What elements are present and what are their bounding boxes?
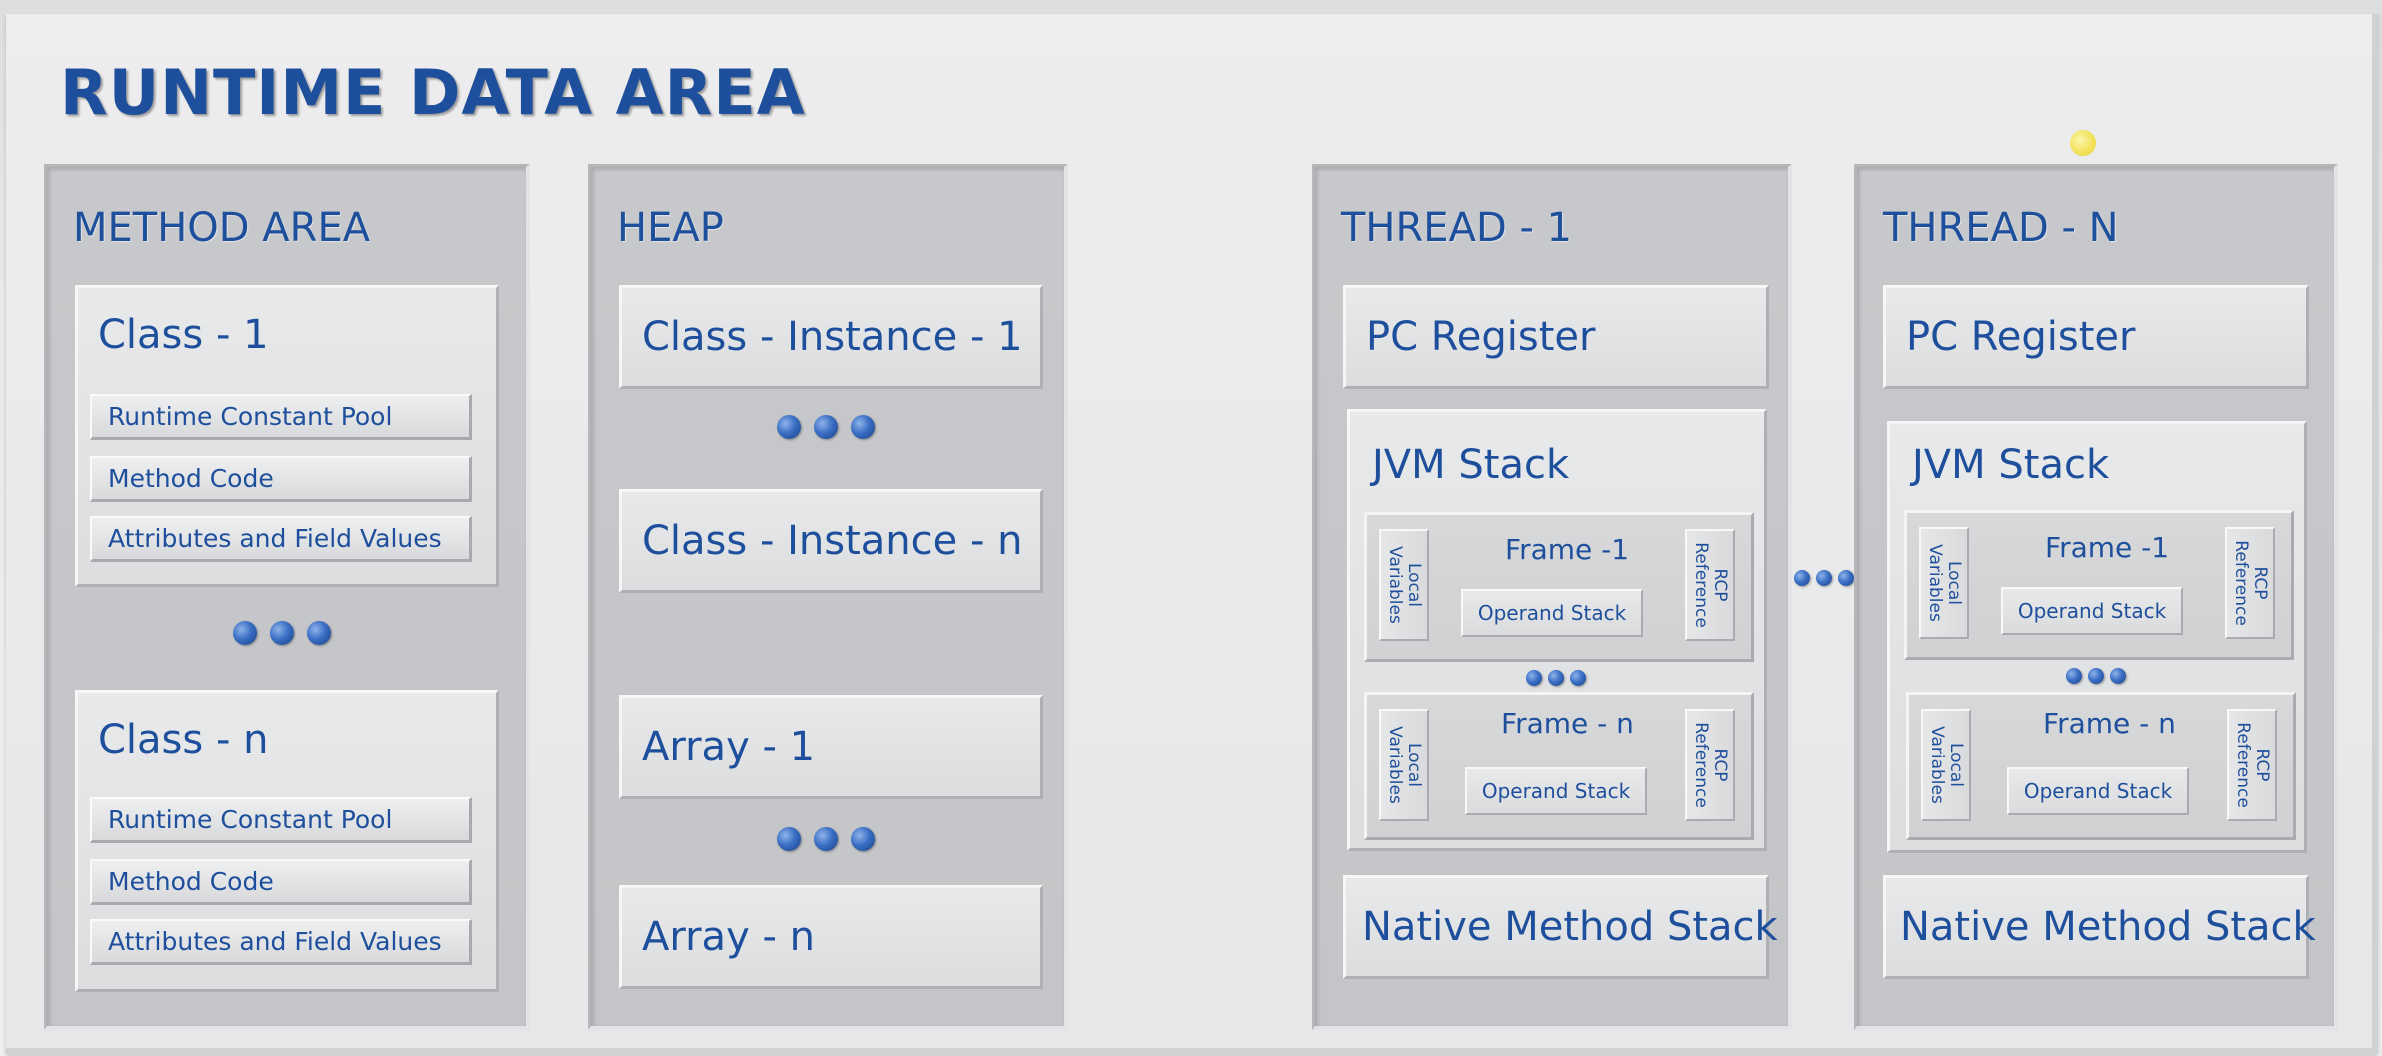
array-1-label: Array - 1 xyxy=(642,724,816,770)
local-variables-box: Local Variables xyxy=(1921,709,1971,821)
heap-title: HEAP xyxy=(617,205,724,251)
class-instance-n-label: Class - Instance - n xyxy=(642,518,1023,564)
pc-register-label: PC Register xyxy=(1366,314,1596,360)
local-variables-label: Local Variables xyxy=(1385,726,1424,804)
local-variables-label: Local Variables xyxy=(1925,544,1964,622)
attributes-and-field-values: Attributes and Field Values xyxy=(90,516,472,562)
frame-1-label: Frame -1 xyxy=(2045,531,2170,564)
frame-n-label: Frame - n xyxy=(2043,707,2176,740)
local-variables-label: Local Variables xyxy=(1927,726,1966,804)
class-1-box: Class - 1 Runtime Constant Pool Method C… xyxy=(75,285,499,587)
class-1-label: Class - 1 xyxy=(98,312,269,358)
rcp-reference-box: RCP Reference xyxy=(2225,527,2275,639)
rcp-reference-label: RCP Reference xyxy=(2233,722,2272,808)
runtime-constant-pool: Runtime Constant Pool xyxy=(90,394,472,440)
frame-n: Local Variables Frame - n Operand Stack … xyxy=(1906,692,2296,840)
heap-column: HEAP Class - Instance - 1 Class - Instan… xyxy=(588,164,1068,1030)
pc-register-label: PC Register xyxy=(1906,314,2136,360)
attributes-and-field-values: Attributes and Field Values xyxy=(90,919,472,965)
array-n-label: Array - n xyxy=(642,914,815,960)
class-instance-n-box: Class - Instance - n xyxy=(619,489,1043,593)
rcp-reference-box: RCP Reference xyxy=(1685,709,1735,821)
jvm-stack-label: JVM Stack xyxy=(1912,442,2110,488)
local-variables-box: Local Variables xyxy=(1379,709,1429,821)
native-method-stack-label: Native Method Stack xyxy=(1900,904,2316,950)
array-n-box: Array - n xyxy=(619,885,1043,989)
rcp-reference-box: RCP Reference xyxy=(2227,709,2277,821)
method-code: Method Code xyxy=(90,456,472,502)
class-instance-1-label: Class - Instance - 1 xyxy=(642,314,1023,360)
rcp-reference-label: RCP Reference xyxy=(1691,722,1730,808)
operand-stack: Operand Stack xyxy=(2001,587,2183,635)
operand-stack: Operand Stack xyxy=(1461,589,1643,637)
runtime-constant-pool: Runtime Constant Pool xyxy=(90,797,472,843)
frame-n: Local Variables Frame - n Operand Stack … xyxy=(1364,692,1754,840)
frame-1-label: Frame -1 xyxy=(1505,533,1630,566)
rcp-reference-box: RCP Reference xyxy=(1685,529,1735,641)
class-instance-1-box: Class - Instance - 1 xyxy=(619,285,1043,389)
thread-n-title: THREAD - N xyxy=(1883,205,2119,251)
frame-1: Local Variables Frame -1 Operand Stack R… xyxy=(1364,512,1754,662)
native-method-stack-box: Native Method Stack xyxy=(1883,875,2316,979)
diagram-title: RUNTIME DATA AREA xyxy=(60,56,806,129)
method-area-column: METHOD AREA Class - 1 Runtime Constant P… xyxy=(44,164,530,1030)
thread-1-title: THREAD - 1 xyxy=(1341,205,1573,251)
runtime-data-area-panel: RUNTIME DATA AREA METHOD AREA Class - 1 … xyxy=(6,14,2378,1054)
local-variables-label: Local Variables xyxy=(1385,546,1424,624)
rcp-reference-label: RCP Reference xyxy=(2231,540,2270,626)
method-area-title: METHOD AREA xyxy=(73,205,371,251)
operand-stack: Operand Stack xyxy=(2007,767,2189,815)
pc-register-box: PC Register xyxy=(1343,285,1769,389)
local-variables-box: Local Variables xyxy=(1379,529,1429,641)
array-1-box: Array - 1 xyxy=(619,695,1043,799)
frame-1: Local Variables Frame -1 Operand Stack R… xyxy=(1904,510,2294,660)
class-n-box: Class - n Runtime Constant Pool Method C… xyxy=(75,690,499,992)
rcp-reference-label: RCP Reference xyxy=(1691,542,1730,628)
class-n-label: Class - n xyxy=(98,717,269,763)
operand-stack: Operand Stack xyxy=(1465,767,1647,815)
jvm-stack-label: JVM Stack xyxy=(1372,442,1570,488)
local-variables-box: Local Variables xyxy=(1919,527,1969,639)
frame-n-label: Frame - n xyxy=(1501,707,1634,740)
cursor-highlight-icon xyxy=(2070,130,2096,156)
thread-1-column: THREAD - 1 PC Register JVM Stack Local V… xyxy=(1312,164,1792,1030)
jvm-stack-box: JVM Stack Local Variables Frame -1 Opera… xyxy=(1347,409,1767,851)
native-method-stack-box: Native Method Stack xyxy=(1343,875,1778,979)
method-code: Method Code xyxy=(90,859,472,905)
native-method-stack-label: Native Method Stack xyxy=(1362,904,1778,950)
pc-register-box: PC Register xyxy=(1883,285,2309,389)
thread-n-column: THREAD - N PC Register JVM Stack Local V… xyxy=(1854,164,2338,1030)
jvm-stack-box: JVM Stack Local Variables Frame -1 Opera… xyxy=(1887,421,2307,853)
